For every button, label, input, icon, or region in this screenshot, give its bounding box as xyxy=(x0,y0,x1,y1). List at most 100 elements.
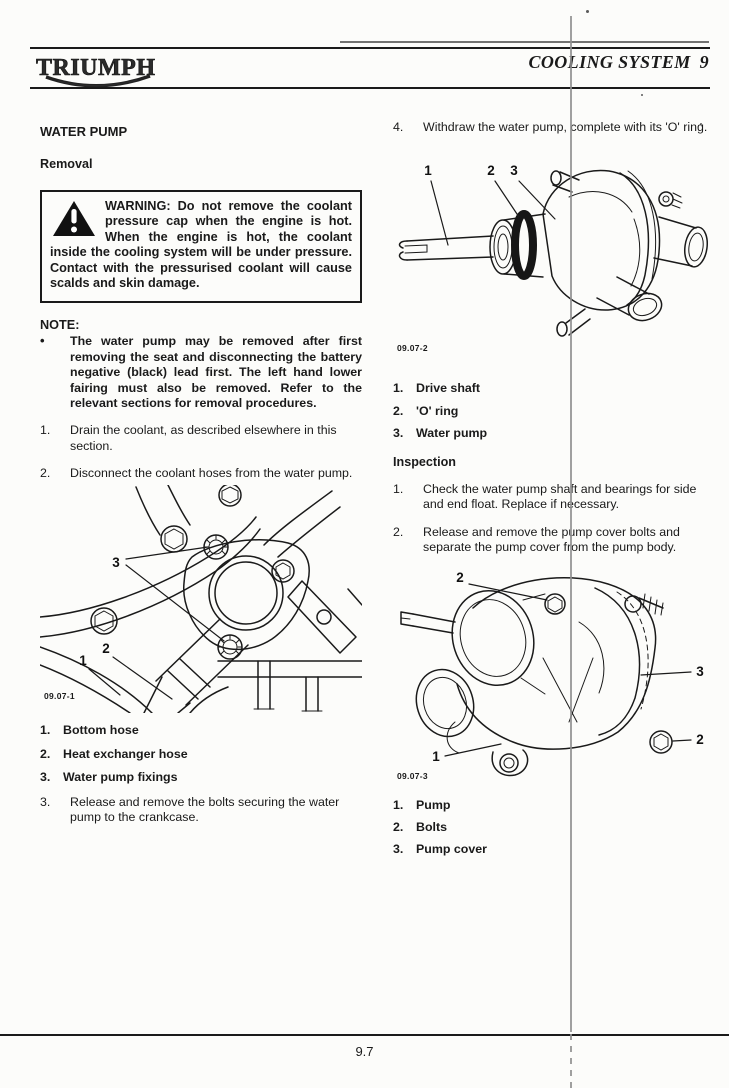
figure-label: 09.07-1 xyxy=(44,690,75,701)
callout-2: 2 xyxy=(102,641,110,656)
key-number: 1. xyxy=(393,381,404,396)
figure-label: 09.07-3 xyxy=(397,771,428,782)
chapter-number: 9 xyxy=(699,52,709,72)
callout-2-bottom: 2 xyxy=(696,732,704,747)
key-number: 1. xyxy=(40,723,51,738)
key-number: 3. xyxy=(40,770,51,785)
logo-text: TRIUMPH xyxy=(36,55,156,81)
scan-speck xyxy=(586,10,589,13)
scan-fold-line xyxy=(570,16,572,1032)
figure2-key: 1. Drive shaft 2. 'O' ring 3. Water pump xyxy=(393,381,713,441)
inspection-heading: Inspection xyxy=(393,454,456,469)
key-number: 3. xyxy=(393,842,404,857)
key-label: Water pump fixings xyxy=(63,770,178,785)
o-ring-band xyxy=(511,210,537,281)
figure-water-pump-shaft: 1 2 3 09.07-2 xyxy=(393,157,713,355)
figure-label: 09.07-2 xyxy=(397,342,428,353)
key-number: 2. xyxy=(40,746,51,761)
inspection-step-1: 1. Check the water pump shaft and bearin… xyxy=(393,482,713,513)
figure1-key: 1. Bottom hose 2. Heat exchanger hose 3.… xyxy=(40,723,362,785)
key-item: 3. Water pump fixings xyxy=(40,770,362,785)
inspection-step-2: 2. Release and remove the pump cover bol… xyxy=(393,525,713,556)
figure-water-pump-on-crankcase: 3 2 1 09.07-1 xyxy=(40,485,362,714)
key-item: 2. Heat exchanger hose xyxy=(40,747,362,762)
key-label: 'O' ring xyxy=(416,403,459,418)
step-text: Release and remove the pump cover bolts … xyxy=(423,524,680,555)
callout-1: 1 xyxy=(424,163,432,178)
step-number: 1. xyxy=(40,423,51,438)
cover-screw xyxy=(160,525,188,554)
step-2: 2. Disconnect the coolant hoses from the… xyxy=(40,466,362,481)
key-number: 2. xyxy=(393,403,404,418)
page-title: COOLING SYSTEM 9 xyxy=(289,52,709,73)
key-label: Bottom hose xyxy=(63,723,139,738)
step-4: 4. Withdraw the water pump, complete wit… xyxy=(393,120,713,135)
note-text: The water pump may be removed after firs… xyxy=(70,334,362,410)
step-number: 1. xyxy=(393,482,404,497)
page-title-text: COOLING SYSTEM xyxy=(528,52,691,72)
step-text: Release and remove the bolts securing th… xyxy=(70,794,340,824)
callout-3: 3 xyxy=(696,664,704,679)
key-label: Bolts xyxy=(416,819,447,834)
figure-drawing: 2 3 2 1 xyxy=(400,570,704,776)
note-item: • The water pump may be removed after fi… xyxy=(40,334,362,411)
key-label: Heat exchanger hose xyxy=(63,746,188,761)
key-item: 1. Bottom hose xyxy=(40,723,362,738)
step-number: 3. xyxy=(40,794,51,809)
pump-bolt xyxy=(271,559,295,584)
key-item: 1. Pump xyxy=(393,798,713,813)
triumph-logo: TRIUMPH xyxy=(34,50,166,92)
step-1: 1. Drain the coolant, as described elsew… xyxy=(40,423,362,454)
key-label: Pump xyxy=(416,797,451,812)
key-label: Drive shaft xyxy=(416,381,481,396)
step-text: Drain the coolant, as described elsewher… xyxy=(70,423,337,453)
scan-speck xyxy=(700,123,702,125)
warning-text: WARNING: Do not remove the coolant press… xyxy=(50,198,352,291)
key-number: 1. xyxy=(393,797,404,812)
callout-1: 1 xyxy=(432,749,440,764)
warning-box: WARNING: Do not remove the coolant press… xyxy=(40,189,362,303)
step-text: Check the water pump shaft and bearings … xyxy=(423,482,697,512)
page-number: 9.7 xyxy=(355,1044,374,1059)
footer-rule xyxy=(0,1034,729,1036)
key-number: 2. xyxy=(393,819,404,834)
key-item: 1. Drive shaft xyxy=(393,381,713,396)
left-column: WATER PUMP Removal WARNING: Do not remov… xyxy=(40,112,362,825)
cover-bolt xyxy=(649,729,673,754)
key-label: Water pump xyxy=(416,426,488,441)
scan-fold-line-dashed xyxy=(570,1034,572,1088)
cover-screw xyxy=(218,485,242,508)
step-number: 4. xyxy=(393,120,404,134)
step-number: 2. xyxy=(40,466,51,480)
key-item: 2. Bolts xyxy=(393,820,713,835)
step-text: Disconnect the coolant hoses from the wa… xyxy=(70,466,353,480)
water-pump-fixing xyxy=(203,534,229,561)
cover-bolt xyxy=(544,592,566,615)
figure-drawing: 1 2 3 xyxy=(398,163,708,338)
step-3: 3. Release and remove the bolts securing… xyxy=(40,795,362,826)
key-number: 3. xyxy=(393,426,404,441)
callout-3: 3 xyxy=(510,163,518,178)
callout-2: 2 xyxy=(487,163,495,178)
removal-heading: Removal xyxy=(40,157,93,172)
header-rule-top xyxy=(30,47,710,49)
figure3-key: 1. Pump 2. Bolts 3. Pump cover xyxy=(393,798,713,858)
key-label: Pump cover xyxy=(416,842,487,857)
note-label: NOTE: xyxy=(40,317,80,332)
key-item: 2. 'O' ring xyxy=(393,404,713,419)
bullet-glyph: • xyxy=(40,333,45,349)
key-item: 3. Water pump xyxy=(393,426,713,441)
callout-3: 3 xyxy=(112,555,120,570)
key-item: 3. Pump cover xyxy=(393,842,713,857)
cover-screw xyxy=(90,607,118,636)
callout-1: 1 xyxy=(79,653,87,668)
right-column: 4. Withdraw the water pump, complete wit… xyxy=(393,112,713,858)
figure-pump-cover: 2 3 2 1 09.07-3 xyxy=(393,562,713,786)
step-text: Withdraw the water pump, complete with i… xyxy=(423,120,708,134)
step-number: 2. xyxy=(393,524,404,539)
threaded-stud xyxy=(624,593,664,616)
header-rule-bottom xyxy=(30,87,710,89)
header-scan-streak xyxy=(340,41,709,43)
callout-2-top: 2 xyxy=(456,570,464,585)
